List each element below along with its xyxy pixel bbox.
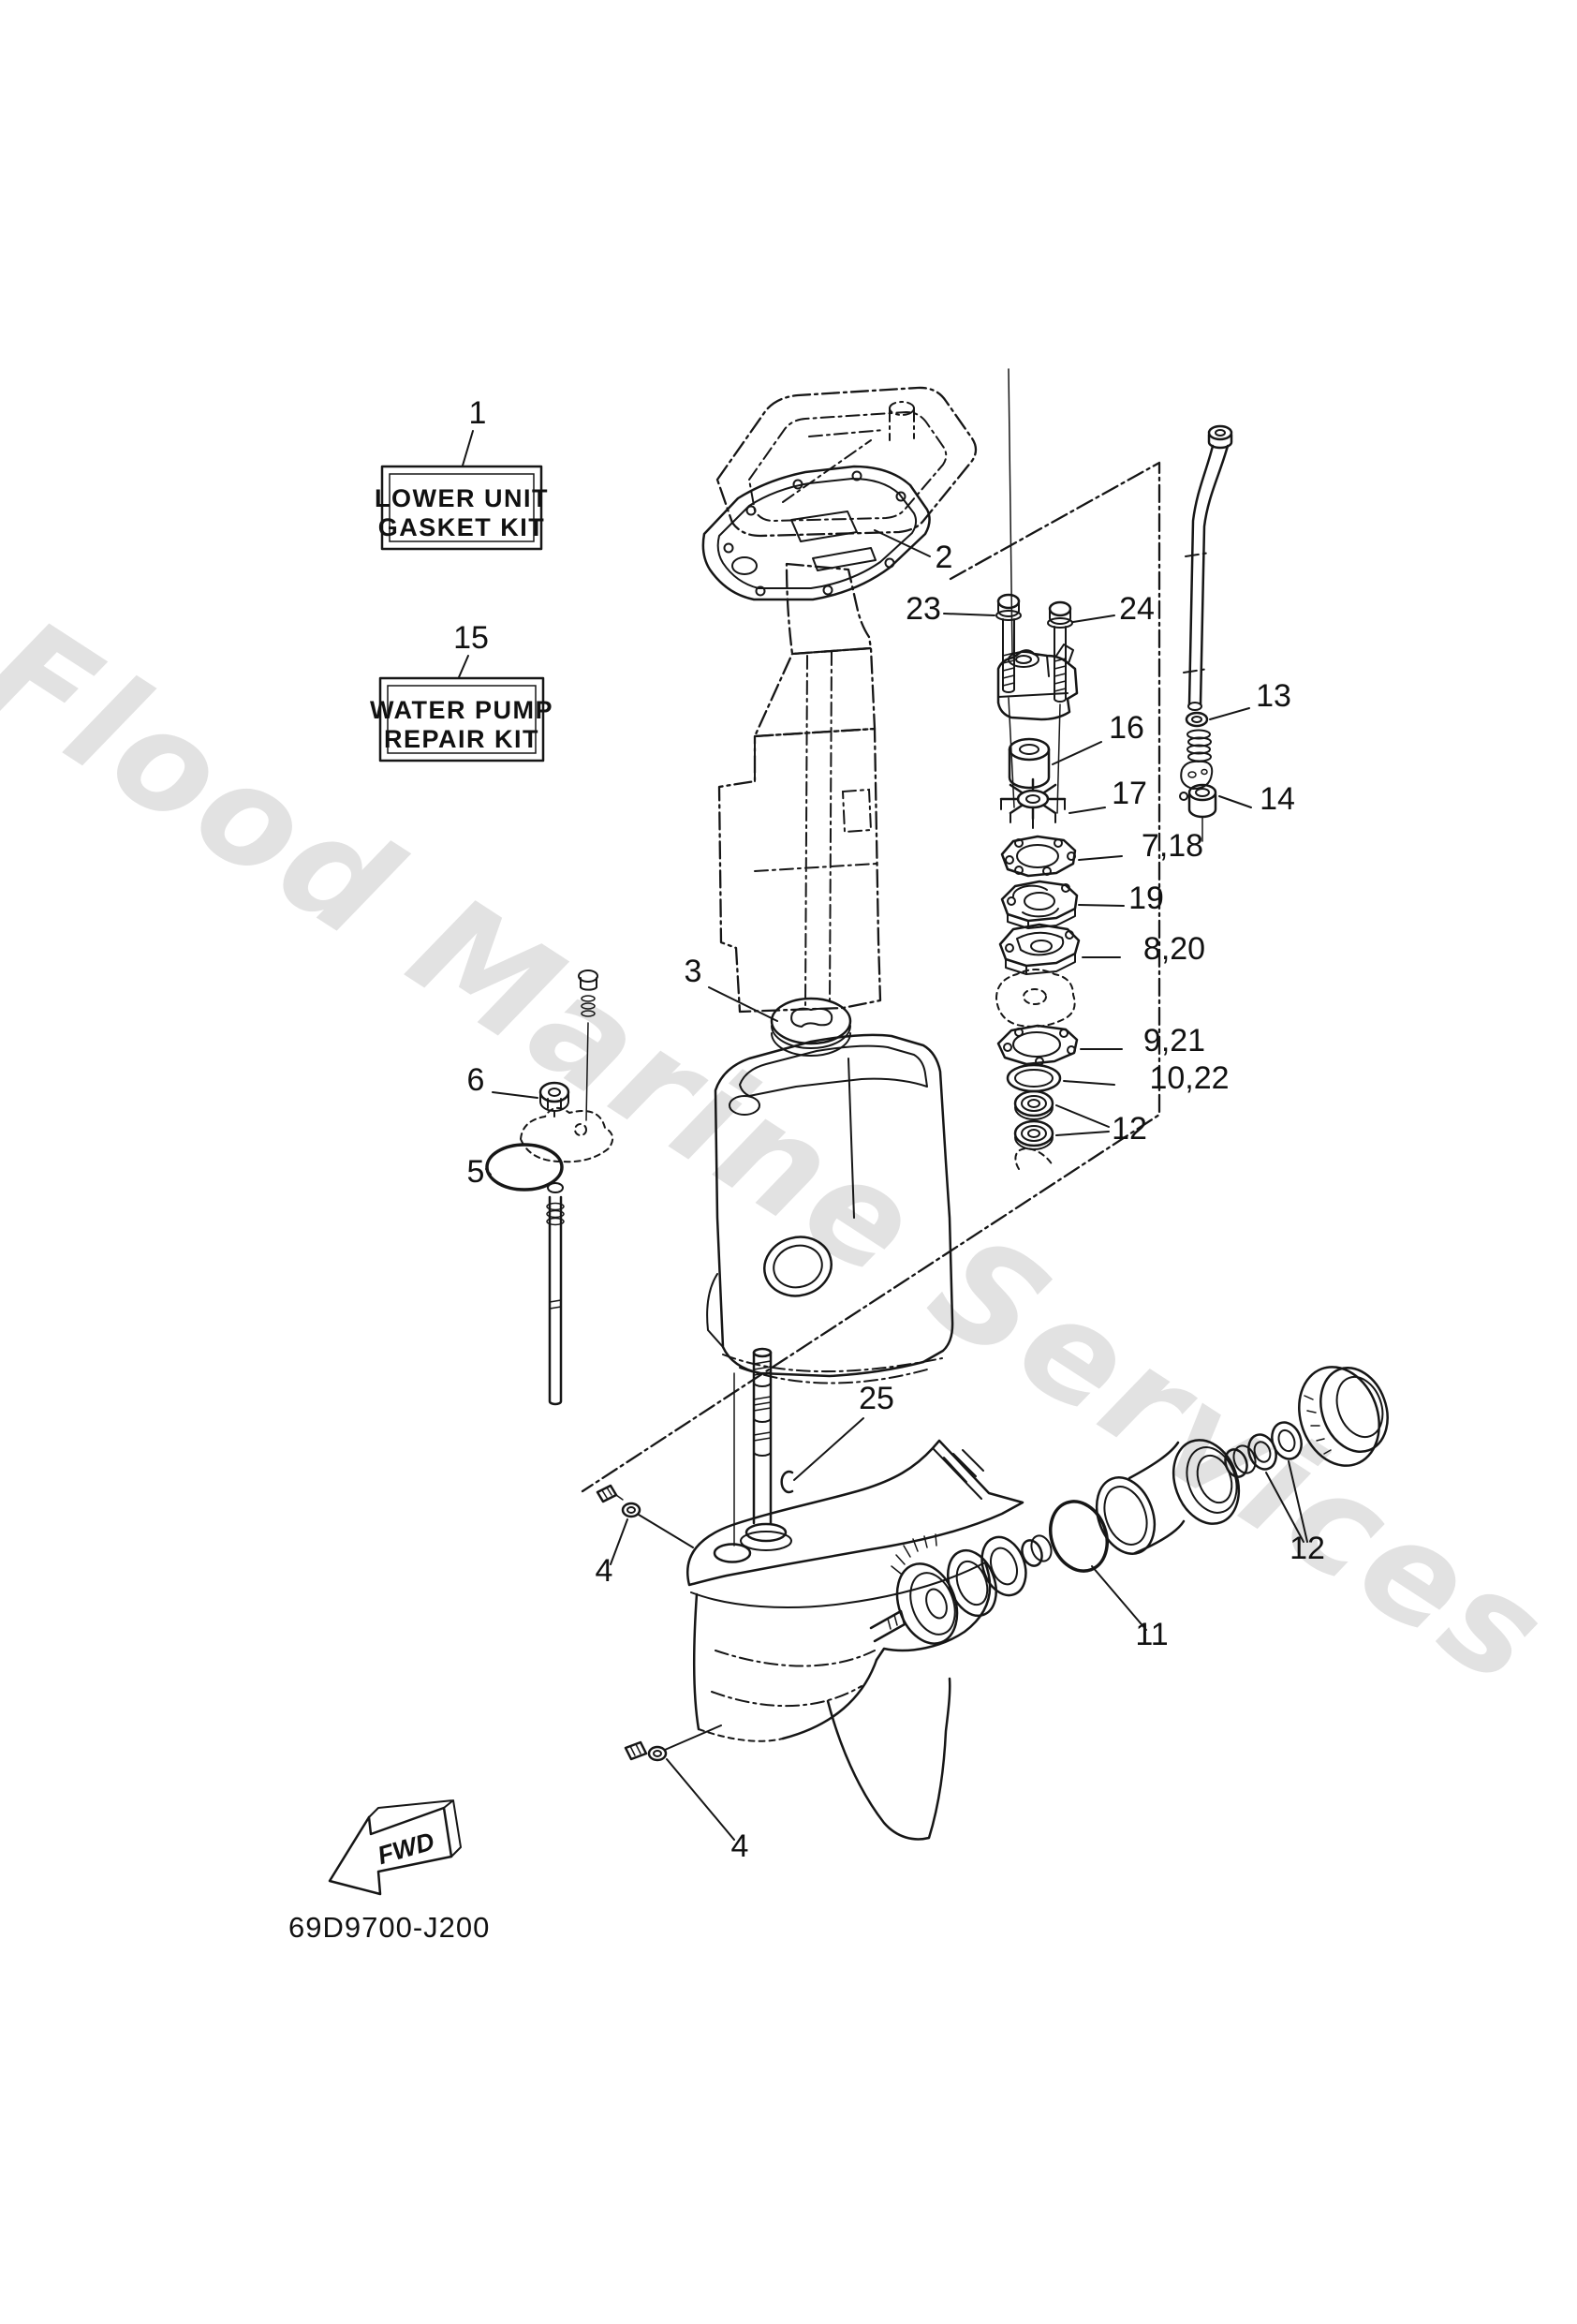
callout-8-20: 8,20 [1082, 931, 1205, 967]
driveshaft [752, 1347, 773, 1525]
svg-text:4: 4 [731, 1828, 749, 1864]
callout-3: 3 [685, 954, 778, 1022]
impeller-17 [999, 777, 1067, 829]
svg-text:3: 3 [685, 954, 702, 989]
base-plate-8-20 [998, 923, 1081, 975]
base-gasket-9-21 [996, 1024, 1079, 1066]
svg-text:6: 6 [467, 1062, 485, 1098]
callout-12-lower: 12 [1265, 1460, 1325, 1566]
svg-text:17: 17 [1112, 776, 1147, 811]
callout-10-22: 10,22 [1063, 1060, 1230, 1096]
svg-text:5: 5 [467, 1154, 485, 1190]
shift-cam-phantom [519, 1106, 614, 1163]
midsection-housing [706, 1033, 954, 1384]
callout-5: 5 [467, 1154, 492, 1190]
fwd-arrow: FWD [328, 1799, 462, 1896]
retainer-cap [1298, 1366, 1389, 1467]
callout-9-21: 9,21 [1080, 1023, 1205, 1058]
shift-rod [546, 1182, 565, 1406]
svg-text:4: 4 [596, 1553, 613, 1589]
tube-seal-13 [1185, 711, 1209, 728]
pump-cup-16 [1008, 737, 1051, 790]
fwd-label: FWD [375, 1827, 437, 1870]
pump-bolt-23 [995, 593, 1022, 693]
callout-23: 23 [906, 591, 995, 627]
o-ring-10-22 [1006, 1063, 1062, 1093]
pump-base-phantom [995, 969, 1076, 1028]
wear-plate-19 [1000, 880, 1079, 929]
svg-text:25: 25 [859, 1381, 894, 1416]
label-box-inner [389, 473, 535, 542]
pump-bolt-24 [1047, 600, 1073, 703]
svg-text:16: 16 [1109, 710, 1144, 746]
svg-text:13: 13 [1256, 678, 1291, 714]
kit-label-gasket: 1 LOWER UNIT GASKET KIT [375, 395, 549, 551]
label-line2: GASKET KIT [378, 513, 546, 541]
svg-text:23: 23 [906, 591, 941, 627]
callout-17: 17 [1069, 776, 1147, 814]
part-code: 69D9700-J200 [288, 1911, 490, 1944]
svg-text:19: 19 [1128, 881, 1164, 916]
o-ring-5 [485, 1143, 564, 1192]
svg-text:24: 24 [1119, 591, 1155, 627]
label-box-outer [380, 465, 543, 551]
thrust-washers [947, 1534, 1053, 1618]
oil-seals-12-lower [1247, 1421, 1303, 1471]
svg-text:2: 2 [936, 540, 953, 575]
tube-spring [1186, 729, 1212, 762]
bearing-carrier [1095, 1439, 1241, 1555]
callout-13: 13 [1209, 678, 1291, 720]
label-box-inner [387, 685, 537, 754]
callout-6: 6 [467, 1062, 538, 1099]
upper-casing-gasket-2 [701, 465, 931, 601]
water-tube [1183, 424, 1233, 711]
pump-housing [996, 644, 1079, 721]
callout-4-upper: 4 [596, 1518, 628, 1589]
callout-4-lower: 4 [666, 1758, 749, 1864]
tube-grommet-14 [1187, 783, 1217, 842]
callout-1: 1 [469, 395, 487, 431]
tube-link-plate [1179, 760, 1214, 801]
screw-4-lower [624, 1724, 722, 1762]
snap-ring-phantom [1014, 1147, 1054, 1170]
o-ring-11 [1049, 1500, 1109, 1573]
callout-24: 24 [1072, 591, 1155, 627]
svg-text:7,18: 7,18 [1142, 828, 1203, 864]
callout-2: 2 [874, 529, 953, 575]
callout-25: 25 [793, 1381, 894, 1481]
label-line1: WATER PUMP [370, 696, 553, 724]
label-line2: REPAIR KIT [384, 725, 539, 753]
svg-text:12: 12 [1112, 1111, 1147, 1147]
plate-gasket-7-18 [1000, 835, 1077, 878]
label-box-outer [378, 676, 545, 762]
callout-7-18: 7,18 [1078, 828, 1203, 864]
propshaft [869, 1609, 906, 1643]
oil-seals-12-upper [1013, 1089, 1054, 1150]
construction-lines [581, 368, 1161, 1547]
driveshaft-housing-phantom [717, 562, 882, 1014]
svg-text:8,20: 8,20 [1143, 931, 1205, 967]
carrier-bushing [1224, 1444, 1257, 1478]
top-cover-phantom [715, 386, 978, 538]
callout-19: 19 [1078, 881, 1164, 916]
svg-text:12: 12 [1290, 1531, 1325, 1566]
svg-text:9,21: 9,21 [1143, 1023, 1205, 1058]
driveshaft-clip-25 [780, 1470, 794, 1494]
cam-nut-6 [538, 1081, 570, 1112]
label-line1: LOWER UNIT [375, 484, 549, 512]
callout-11: 11 [1091, 1565, 1169, 1652]
callout-16: 16 [1052, 710, 1144, 765]
svg-text:10,22: 10,22 [1149, 1060, 1229, 1096]
screw-4-upper [596, 1484, 694, 1548]
callout-14: 14 [1218, 781, 1295, 817]
pivot-bolt [578, 970, 598, 1017]
callout-12-upper: 12 [1055, 1104, 1147, 1147]
callout-15: 15 [453, 620, 489, 656]
svg-text:14: 14 [1260, 781, 1295, 817]
kit-label-waterpump: 15 WATER PUMP REPAIR KIT [370, 620, 553, 762]
gearcase [686, 1439, 1024, 1841]
